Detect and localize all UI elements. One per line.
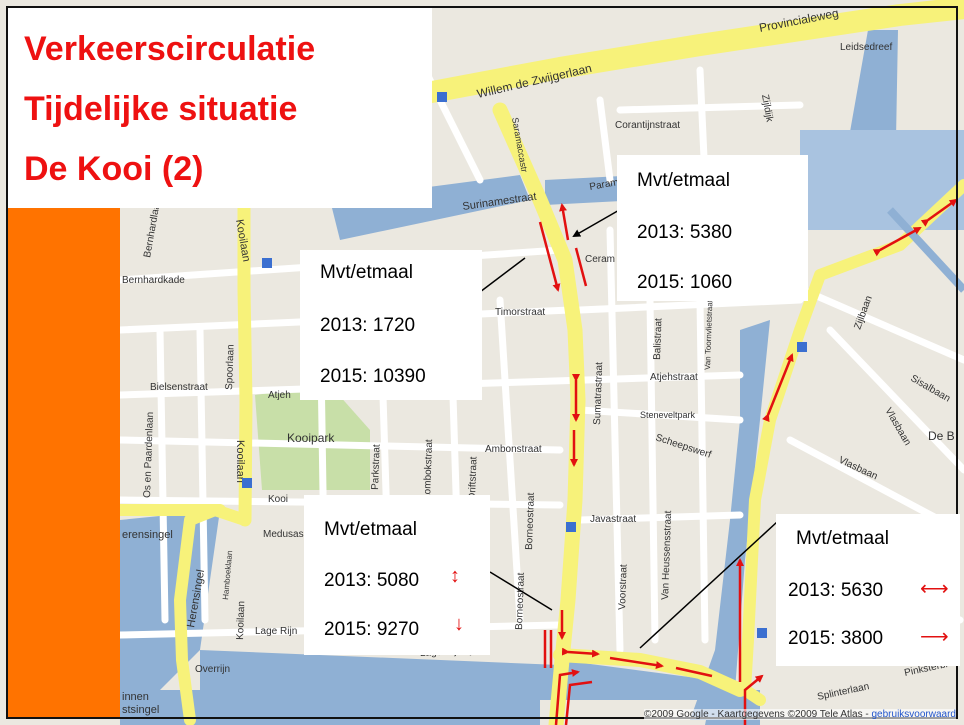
- callout-south: Mvt/etmaal 2013: 5080 ↕ 2015: 9270 ↓: [304, 495, 490, 655]
- label-overrijn: Overrijn: [195, 664, 230, 675]
- label-zijldijk: Zijldijk: [759, 94, 775, 124]
- label-leidsedreef: Leidsedreef: [840, 42, 892, 53]
- label-atjehstraat: Atjehstraat: [650, 372, 698, 383]
- callout-header: Mvt/etmaal: [637, 170, 730, 191]
- bus-stop-icon: [566, 522, 576, 532]
- label-van-heussen: Van Heussensstraat: [660, 510, 674, 600]
- arrow-bar-icon: [574, 247, 588, 287]
- traffic-arrows: [538, 198, 958, 725]
- callout-east: Mvt/etmaal 2013: 5630 ⟷ 2015: 3800 ⟶: [776, 514, 960, 666]
- arrow-left-right-icon: [920, 198, 958, 227]
- map-copyright: ©2009 Google - Kaartgegevens ©2009 Tele …: [644, 709, 956, 720]
- accent-bar: [8, 208, 120, 717]
- arrow-down-icon: ↓: [454, 613, 464, 635]
- label-herensingel-w: erensingel: [122, 529, 173, 541]
- label-sumatrastraat: Sumatrastraat: [592, 362, 605, 425]
- bus-stop-icon: [797, 342, 807, 352]
- label-timorstraat: Timorstraat: [495, 307, 545, 318]
- label-stsingel: stsingel: [122, 704, 159, 716]
- arrow-right-icon: ⟶: [920, 626, 949, 648]
- arrow-left-right-icon: [561, 647, 600, 658]
- bus-stop-icons: [242, 92, 807, 638]
- slide-border: [6, 6, 958, 719]
- label-de-b: De B: [928, 429, 955, 443]
- label-steneveltpark: Steneveltpark: [640, 410, 696, 420]
- label-parkstraat: Parkstraat: [370, 444, 383, 490]
- copyright-text: ©2009 Google - Kaartgegevens ©2009 Tele …: [644, 709, 872, 720]
- label-kooipark: Kooipark: [287, 431, 335, 445]
- label-atjeh-w: Atjeh: [268, 390, 291, 401]
- title-line-3: De Kooi (2): [24, 150, 204, 188]
- bus-stop-icon: [242, 478, 252, 488]
- label-medusa: Medusas: [263, 529, 304, 540]
- label-ceram: Ceram: [585, 254, 615, 265]
- arrow-down-icon: [538, 221, 561, 292]
- label-lage-rijn: Lage Rijn: [255, 626, 297, 637]
- label-corantijnstraat: Corantijnstraat: [615, 120, 680, 131]
- label-balistraat: Balistraat: [652, 318, 664, 360]
- label-bielsenstraat: Bielsenstraat: [150, 382, 208, 393]
- arrow-right-icon: [609, 656, 664, 670]
- label-voorstraat: Voorstraat: [617, 564, 630, 610]
- label-kooi: Kooi: [268, 494, 288, 505]
- callout-2013: 2013: 1720: [320, 315, 416, 336]
- bus-stop-icon: [757, 628, 767, 638]
- title-line-2: Tijdelijke situatie: [24, 90, 298, 128]
- terms-link[interactable]: gebruiksvoorwaard: [871, 709, 957, 720]
- label-lombokstraat: Lombokstraat: [422, 439, 435, 500]
- callout-2015: 2015: 9270: [324, 619, 420, 640]
- label-kooilaan-s: Kooilaan: [235, 601, 247, 640]
- label-spoorlaan: Spoorlaan: [224, 344, 237, 390]
- label-os-paardenlaan: Os en Paardenlaan: [142, 412, 156, 499]
- label-hamboeklaan: Hamboeklaan: [221, 550, 234, 600]
- arrow-turn-icon: [554, 669, 580, 725]
- label-borneostraat-s: Borneostraat: [514, 572, 527, 630]
- callout-header: Mvt/etmaal: [324, 519, 417, 540]
- bus-stop-icon: [437, 92, 447, 102]
- label-driftstraat: Driftstraat: [467, 456, 480, 500]
- callout-2013: 2013: 5630: [788, 580, 884, 601]
- arrow-left-right-icon: [762, 353, 794, 423]
- arrow-turn-icon: [564, 680, 593, 725]
- canal-right: [887, 207, 964, 293]
- title-line-1: Verkeerscirculatie: [24, 30, 316, 68]
- kooipark-area: [255, 385, 370, 490]
- callout-2013: 2013: 5380: [637, 222, 733, 243]
- callout-north: Mvt/etmaal 2013: 5380 2015: 1060: [617, 155, 808, 301]
- label-kooilaan-mid: Kooilaan: [234, 440, 246, 483]
- callout-2015: 2015: 1060: [637, 272, 733, 293]
- label-borneostraat-n: Borneostraat: [524, 492, 537, 550]
- callout-header: Mvt/etmaal: [796, 528, 889, 549]
- callout-header: Mvt/etmaal: [320, 262, 413, 283]
- callout-2015: 2015: 3800: [788, 628, 884, 649]
- callout-west: Mvt/etmaal 2013: 1720 2015: 10390: [300, 250, 482, 400]
- callout-2015: 2015: 10390: [320, 366, 426, 387]
- label-binnen: innen: [122, 691, 149, 703]
- title-box: Verkeerscirculatie Tijdelijke situatie D…: [8, 8, 432, 208]
- arrow-right-icon: [675, 666, 713, 678]
- arrow-up-down-icon: ↕: [450, 565, 460, 587]
- callout-2013: 2013: 5080: [324, 570, 420, 591]
- bus-stop-icon: [262, 258, 272, 268]
- arrow-left-right-icon: ⟷: [920, 578, 949, 600]
- label-ambonstraat: Ambonstraat: [485, 444, 542, 455]
- label-van-toorn: Van Toornvlietstraat: [703, 299, 714, 370]
- arrow-up-icon: [559, 203, 570, 241]
- label-javastraat: Javastraat: [590, 514, 636, 525]
- label-bernhardkade: Bernhardkade: [122, 275, 185, 286]
- arrow-left-right-icon: [872, 226, 922, 257]
